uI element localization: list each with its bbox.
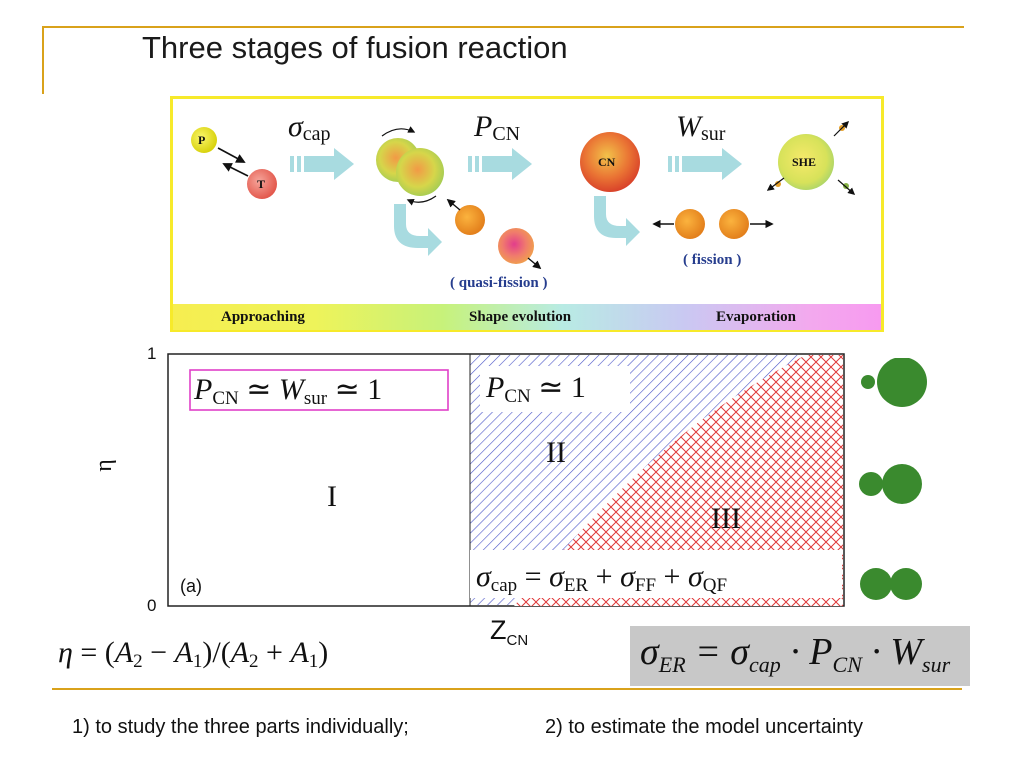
asymmetry-formula: η = (A2 − A1)/(A2 + A1) [58,636,329,672]
slide-title: Three stages of fusion reaction [142,30,568,65]
survival-step-label: Wsur [676,110,726,145]
evaporation-residue-box [630,626,970,686]
superheavy-label: SHE [792,155,817,169]
x-axis-label: ZCN [490,615,529,649]
goal-2: 2) to estimate the model uncertainty [545,716,863,738]
stage-shape-evolution: Shape evolution [469,309,572,325]
region-iii-numeral: III [711,502,741,535]
y-axis-label: η [90,459,117,472]
fission-branch-arrow-icon [594,196,640,246]
capture-formula: σcap = σER + σFF + σQF [476,560,728,596]
survival-arrow-icon [668,148,742,180]
goal-1: 1) to study the three parts individually… [72,716,409,738]
stage-evaporation: Evaporation [716,309,797,325]
region-ii-condition: PCN ≃ 1 [486,371,586,407]
stages-panel [170,96,884,332]
quasi-fission-label: ( quasi-fission ) [450,275,548,291]
region-i-condition: PCN ≃ Wsur ≃ 1 [194,373,383,409]
projectile-label: P [198,133,206,147]
quasi-fission-branch-arrow-icon [394,204,442,256]
frame-top-rule [42,26,964,28]
dinuclear-symbol-asymmetric [861,358,927,407]
compound-nucleus [580,132,640,192]
capture-step-label: σcap [288,110,331,145]
superheavy-element [766,120,856,195]
projectile-nucleus [191,127,217,153]
fusion-arrow-icon [468,148,532,180]
frame-left-rule [42,26,44,94]
dinuclear-symbol-intermediate [859,464,922,504]
capture-formula-box [470,550,842,598]
region-ii-condition-box [480,366,630,412]
stages-graphics [191,120,856,270]
fragment-arrow-icon [527,257,542,270]
dinuclear-system [376,126,444,206]
quasi-fission-fragment [455,205,485,235]
quasi-fission-fragment [498,228,534,264]
dinuclear-symbol-symmetric [860,568,922,600]
capture-arrow-icon [290,148,354,180]
target-nucleus [247,169,277,199]
y-tick-top: 1 [147,344,157,363]
fusion-step-label: PCN [474,110,521,145]
approach-arrow-icon [217,147,246,163]
phase-plot [167,353,845,607]
approach-arrow-icon [222,163,249,177]
stage-approaching: Approaching [221,309,305,325]
fission-label: ( fission ) [683,252,742,268]
region-i-numeral: I [327,480,337,513]
region-i-condition-box [189,369,449,411]
target-label: T [257,177,266,191]
fission-fragment [675,209,705,239]
fission-fragment [719,209,749,239]
y-tick-bottom: 0 [147,596,157,615]
stage-gradient-bar [173,304,881,330]
region-iii-area [514,355,843,606]
region-ii-numeral: II [546,436,566,469]
bottom-rule [52,688,962,690]
fragment-arrow-icon [446,198,461,211]
evaporation-residue-formula: σER = σcap · PCN · Wsur [640,631,951,677]
compound-nucleus-label: CN [598,155,616,169]
dinuclear-symbols [859,358,927,600]
panel-label: (a) [180,576,202,596]
